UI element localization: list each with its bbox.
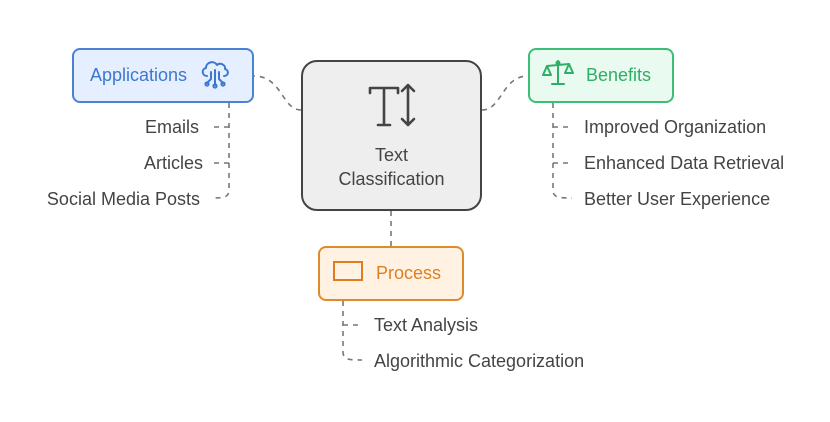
rectangle-icon (332, 259, 364, 288)
benefits-item-improved-organization: Improved Organization (584, 117, 767, 137)
connector-benefits-trunk (552, 103, 573, 199)
connector-process-trunk (342, 301, 363, 361)
applications-item-articles: Articles (143, 153, 203, 173)
connector-center-applications (253, 75, 302, 111)
balance-scale-icon (542, 58, 574, 93)
process-label: Process (376, 263, 442, 283)
process-node: Process (318, 246, 464, 301)
benefits-item-enhanced-data-retrieval: Enhanced Data Retrieval (584, 153, 785, 173)
benefits-node: Benefits (528, 48, 674, 103)
text-size-icon (364, 81, 420, 137)
applications-node: Applications (72, 48, 254, 103)
connector-applications-trunk (211, 103, 230, 199)
applications-item-social-media-posts: Social Media Posts (46, 189, 200, 209)
applications-item-emails: Emails (144, 117, 199, 137)
benefits-label: Benefits (586, 65, 652, 85)
center-title-line1: Text (374, 144, 408, 165)
process-item-text-analysis: Text Analysis (374, 315, 479, 335)
center-node-text-classification: Text Classification (301, 60, 482, 211)
center-title-line2: Classification (338, 168, 445, 189)
process-item-algorithmic-categorization: Algorithmic Categorization (374, 351, 585, 371)
benefits-item-better-user-experience: Better User Experience (584, 189, 771, 209)
cloud-network-icon (199, 57, 231, 94)
connector-center-benefits (481, 75, 529, 111)
applications-label: Applications (90, 65, 188, 85)
